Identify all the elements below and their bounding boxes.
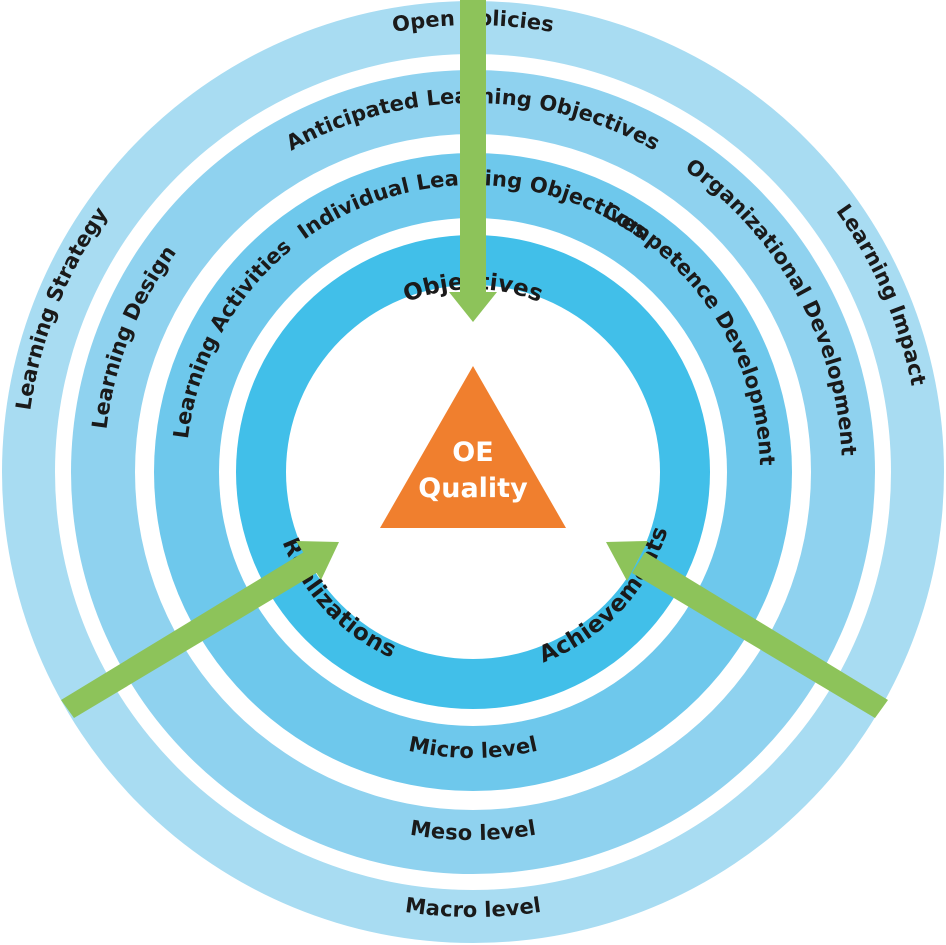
arrow-right xyxy=(606,541,888,718)
center-line1: OE xyxy=(452,437,493,468)
arrow-top xyxy=(449,0,497,322)
arrow-left xyxy=(61,541,339,718)
oe-quality-triangle xyxy=(380,366,566,528)
center-line2: Quality xyxy=(418,473,528,504)
